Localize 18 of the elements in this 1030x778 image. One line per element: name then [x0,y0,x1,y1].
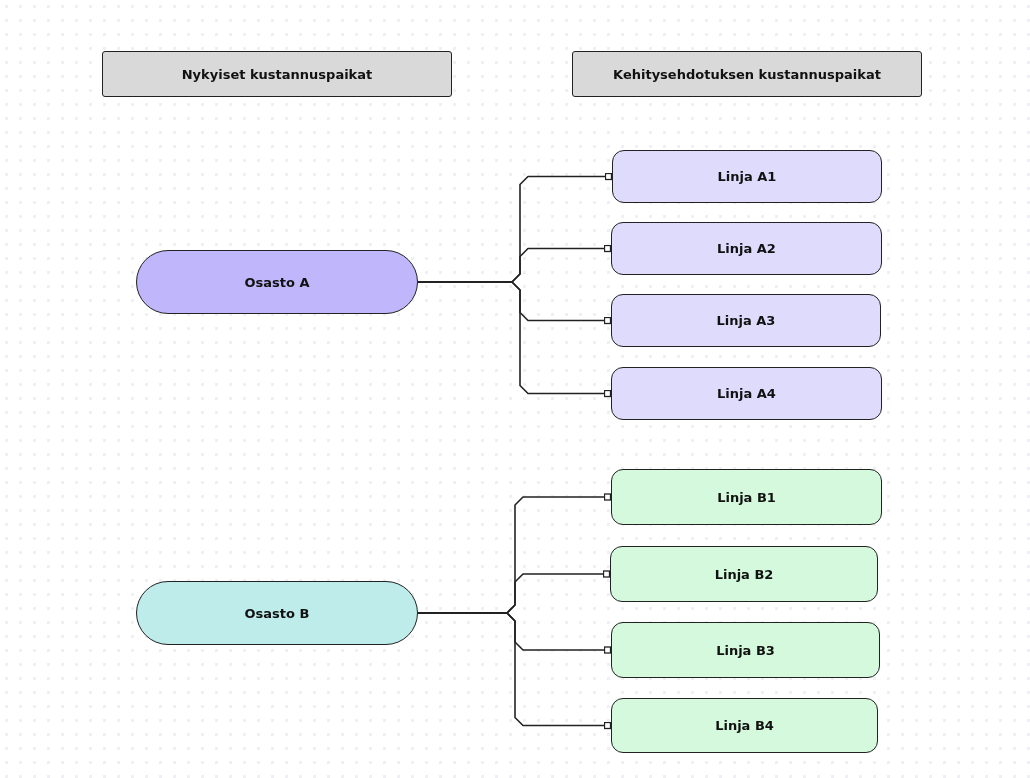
node-label: Linja B4 [715,718,774,733]
node-label: Linja B1 [717,489,776,505]
node-label: Linja A1 [717,169,777,184]
node-label: Linja B2 [714,566,774,582]
node-label: Linja A2 [717,241,776,256]
connector [417,612,612,730]
department-pill [136,581,418,645]
node-label: Linja A3 [716,313,776,328]
node-label: Linja A4 [717,386,776,401]
node-label: Osasto A [244,274,310,290]
node-label: Nykyiset kustannuspaikat [181,66,373,82]
node-label: Kehitysehdotuksen kustannuspaikat [613,66,881,82]
header-box [572,51,922,97]
connector [417,281,612,398]
node-label: Osasto B [244,605,310,621]
department-pill [136,250,418,314]
header-box [102,51,452,97]
node-label: Linja B3 [716,642,775,658]
